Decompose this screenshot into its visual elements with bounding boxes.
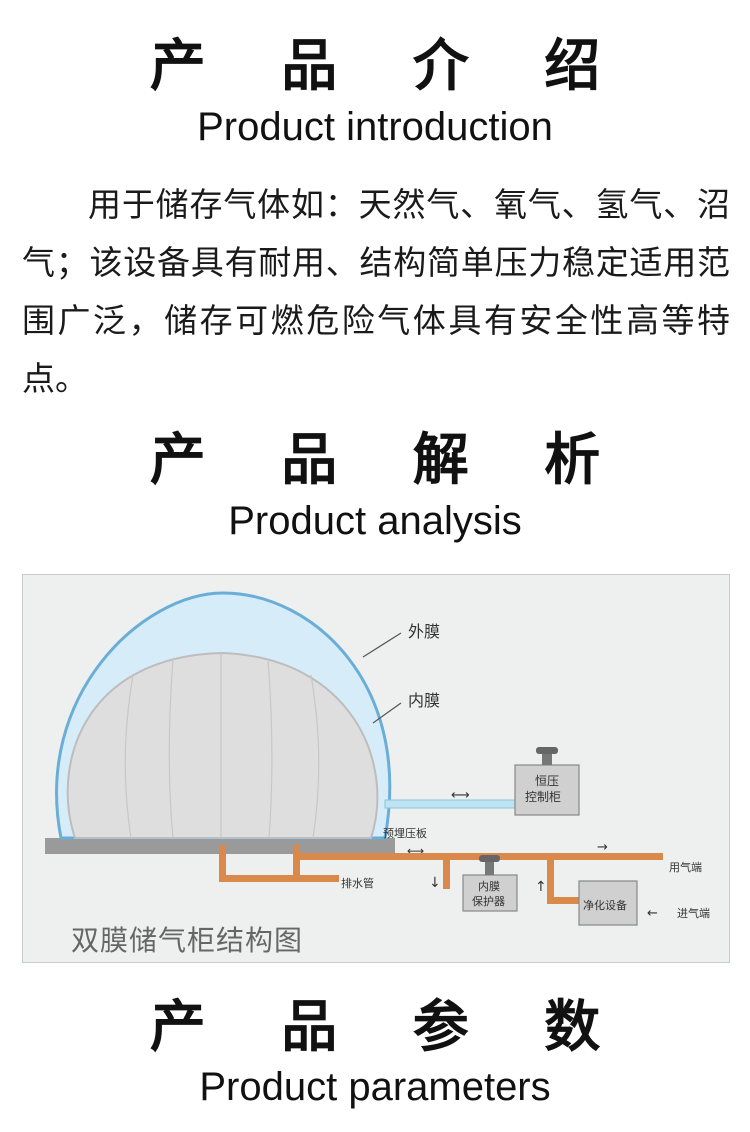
section-title-analysis: 产 品 解 析 [149, 427, 629, 493]
protector-vent [485, 861, 494, 875]
label-inner-protector-2: 保护器 [472, 894, 505, 908]
structure-diagram: 外膜 内膜 恒压 控制柜 ⟷ 预埋压板 ⟷ 内膜 保护器 ↓ 净化设备 [22, 574, 730, 963]
arrow-air-exchange: ⟷ [451, 788, 470, 803]
section-title-params: 产 品 参 数 [149, 994, 629, 1060]
purifier-equipment [578, 880, 638, 926]
cabinet-vent [542, 753, 552, 765]
diagram-caption: 双膜储气柜结构图 [71, 924, 304, 957]
diagram-svg: 外膜 内膜 恒压 控制柜 ⟷ 预埋压板 ⟷ 内膜 保护器 ↓ 净化设备 [45, 591, 710, 926]
cabinet-vent-cap [536, 747, 558, 754]
section-subtitle-params: Product parameters [199, 1065, 551, 1109]
label-inner-membrane: 内膜 [408, 691, 440, 710]
section-subtitle-intro: Product introduction [197, 105, 553, 149]
label-outer-membrane: 外膜 [408, 622, 440, 641]
label-constant-pressure-2: 控制柜 [525, 790, 561, 804]
label-purifier: 净化设备 [583, 898, 627, 912]
intro-paragraph: 用于储存气体如：天然气、氧气、氢气、沼气；该设备具有耐用、结构简单压力稳定适用范… [22, 185, 730, 398]
label-gas-out: 用气端 [669, 860, 702, 874]
leader-inner [372, 702, 402, 724]
arrow-down: ↓ [429, 875, 441, 891]
arrow-up: ↑ [535, 879, 547, 895]
label-inner-protector-1: 内膜 [478, 879, 500, 893]
section-title-intro: 产 品 介 绍 [149, 33, 629, 99]
label-constant-pressure-1: 恒压 [535, 774, 559, 788]
leader-outer [362, 632, 402, 658]
gas-pipes [219, 845, 663, 904]
label-gas-in: 进气端 [677, 906, 710, 920]
label-drain-pipe: 排水管 [341, 876, 374, 890]
control-cabinet [514, 764, 580, 816]
section-subtitle-analysis: Product analysis [228, 499, 522, 543]
protector-vent-cap [479, 855, 500, 862]
membrane-seams [124, 653, 320, 839]
arrow-gas-out: → [597, 840, 608, 855]
arrow-gas-in: ← [647, 906, 658, 921]
label-embedded-plate: 预埋压板 [383, 826, 427, 840]
inner-membrane-protector [462, 874, 518, 912]
